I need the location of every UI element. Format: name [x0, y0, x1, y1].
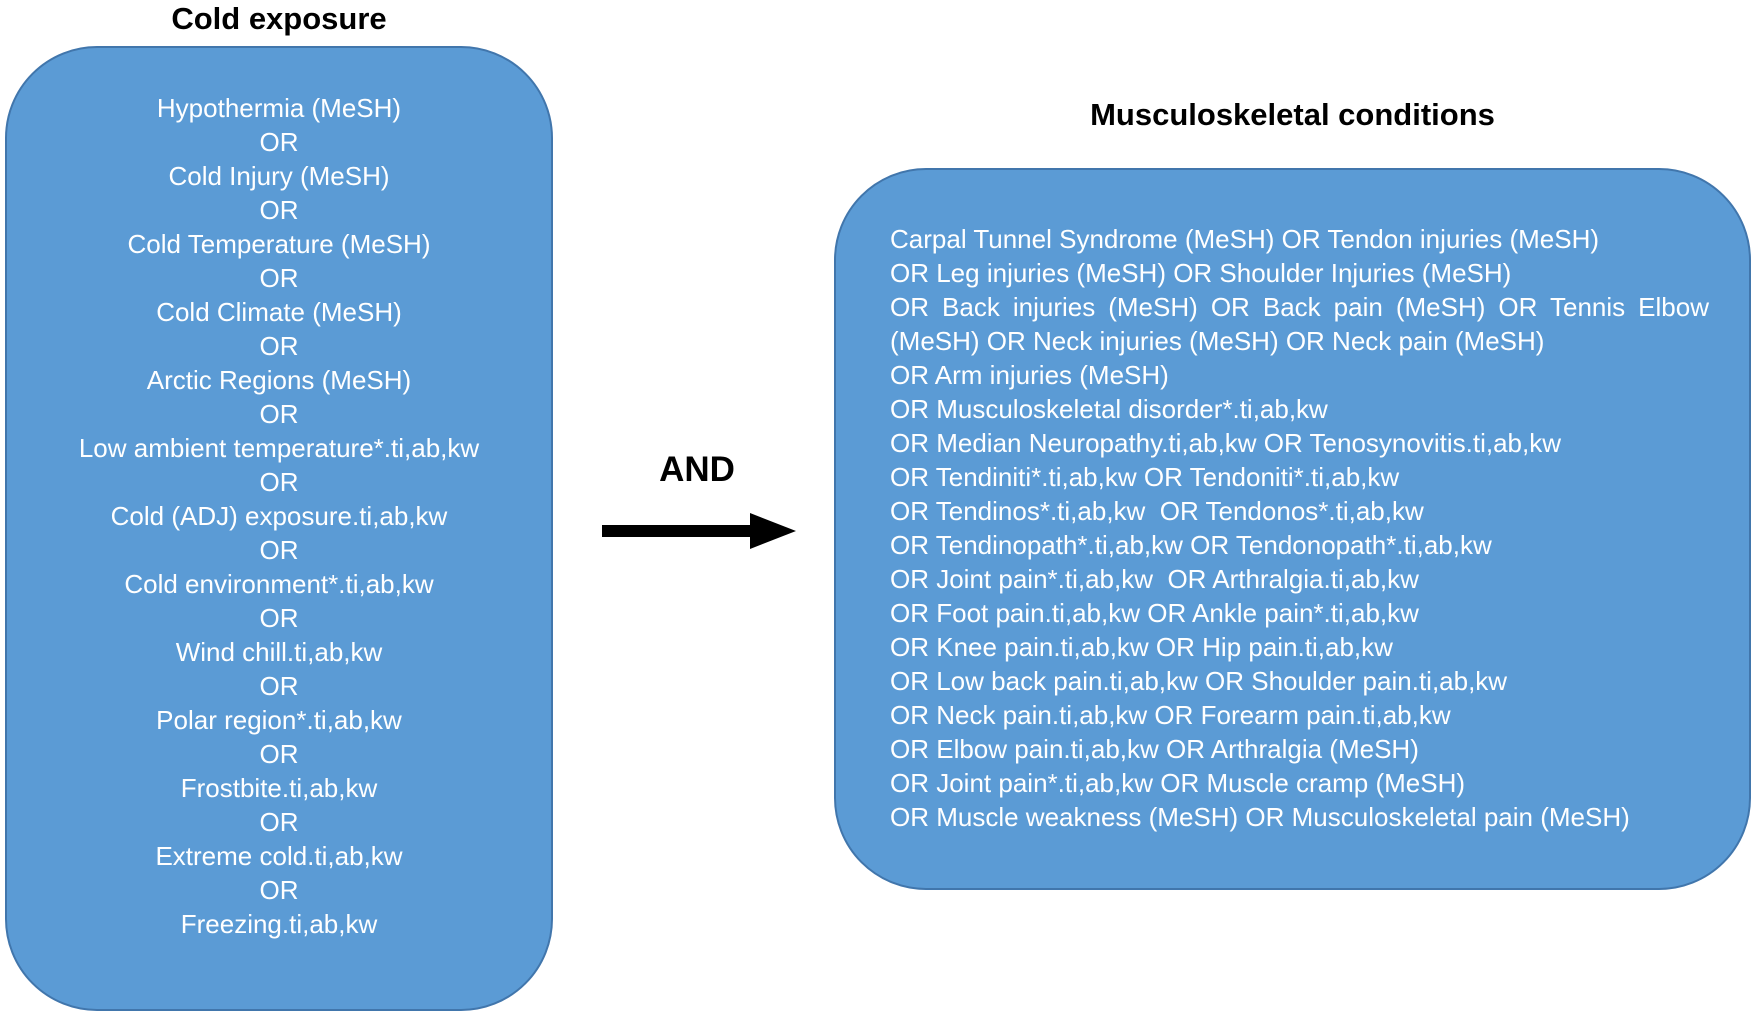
search-term-line: OR Joint pain*.ti,ab,kw OR Arthralgia.ti…: [890, 564, 1419, 594]
search-term-line: Cold Climate (MeSH): [156, 297, 402, 327]
search-term-line: OR Foot pain.ti,ab,kw OR Ankle pain*.ti,…: [890, 598, 1419, 628]
search-term-line: Freezing.ti,ab,kw: [180, 909, 378, 939]
right-arrow-icon: [600, 511, 800, 551]
search-term-line: OR Tendinos*.ti,ab,kw OR Tendonos*.ti,ab…: [890, 496, 1424, 526]
search-term-line: OR Elbow pain.ti,ab,kw OR Arthralgia (Me…: [890, 734, 1419, 764]
search-term-line: OR: [259, 535, 299, 565]
search-term-line: Cold (ADJ) exposure.ti,ab,kw: [110, 501, 448, 531]
search-term-line: OR Muscle weakness (MeSH) OR Musculoskel…: [890, 802, 1630, 832]
search-term-line: OR: [259, 603, 299, 633]
search-term-line: OR: [259, 671, 299, 701]
search-term-line: OR Median Neuropathy.ti,ab,kw OR Tenosyn…: [890, 428, 1561, 458]
search-term-line: Wind chill.ti,ab,kw: [175, 637, 383, 667]
search-term-line: OR Leg injuries (MeSH) OR Shoulder Injur…: [890, 258, 1512, 288]
search-term-line: OR Neck pain.ti,ab,kw OR Forearm pain.ti…: [890, 700, 1451, 730]
and-operator-label: AND: [659, 450, 735, 489]
musculoskeletal-term-list: Carpal Tunnel Syndrome (MeSH) OR Tendon …: [890, 222, 1709, 834]
search-term-line: OR: [259, 739, 299, 769]
search-term-line: Carpal Tunnel Syndrome (MeSH) OR Tendon …: [890, 224, 1600, 254]
search-term-line: OR Joint pain*.ti,ab,kw OR Muscle cramp …: [890, 768, 1466, 798]
search-term-line: Arctic Regions (MeSH): [146, 365, 412, 395]
search-term-line: OR: [259, 875, 299, 905]
search-term-line: Low ambient temperature*.ti,ab,kw: [78, 433, 480, 463]
search-term-line: OR: [259, 195, 299, 225]
musculoskeletal-conditions-box: Carpal Tunnel Syndrome (MeSH) OR Tendon …: [834, 168, 1751, 890]
search-term-line: OR Musculoskeletal disorder*.ti,ab,kw: [890, 394, 1328, 424]
search-term-line: Extreme cold.ti,ab,kw: [155, 841, 403, 871]
search-term-line: Frostbite.ti,ab,kw: [180, 773, 378, 803]
right-box-title: Musculoskeletal conditions: [1090, 97, 1495, 132]
search-term-line: OR: [259, 399, 299, 429]
search-term-line: Cold Injury (MeSH): [168, 161, 390, 191]
search-term-line: OR: [259, 127, 299, 157]
search-term-line: Hypothermia (MeSH): [156, 93, 402, 123]
search-term-line: Cold environment*.ti,ab,kw: [124, 569, 434, 599]
search-term-line: OR Arm injuries (MeSH): [890, 360, 1169, 390]
cold-exposure-term-list: Hypothermia (MeSH) OR Cold Injury (MeSH) OR…: [27, 91, 531, 941]
search-term-line: OR Low back pain.ti,ab,kw OR Shoulder pa…: [890, 666, 1508, 696]
left-box-title: Cold exposure: [171, 1, 387, 36]
search-term-line: OR Knee pain.ti,ab,kw OR Hip pain.ti,ab,…: [890, 632, 1393, 662]
search-term-line: OR: [259, 331, 299, 361]
search-term-line: Cold Temperature (MeSH): [127, 229, 431, 259]
search-term-line: Polar region*.ti,ab,kw: [156, 705, 402, 735]
search-term-line: (MeSH) OR Neck injuries (MeSH) OR Neck p…: [890, 326, 1545, 356]
cold-exposure-box: Hypothermia (MeSH) OR Cold Injury (MeSH) OR…: [5, 46, 553, 1011]
search-term-line: OR: [259, 467, 299, 497]
search-term-line: OR Tendiniti*.ti,ab,kw OR Tendoniti*.ti,…: [890, 462, 1400, 492]
search-term-line: OR Back injuries (MeSH) OR Back pain (Me…: [890, 292, 1709, 322]
search-term-line: OR: [259, 263, 299, 293]
search-term-line: OR Tendinopath*.ti,ab,kw OR Tendonopath*…: [890, 530, 1492, 560]
search-term-line: OR: [259, 807, 299, 837]
